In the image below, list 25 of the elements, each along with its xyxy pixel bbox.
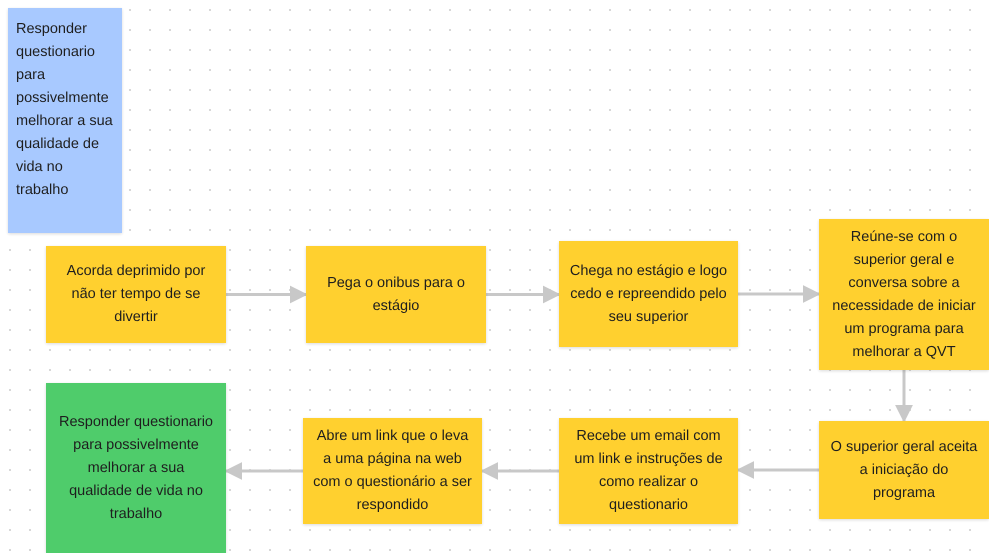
note-text: O superior geral aceita a iniciação do programa	[830, 438, 978, 502]
arrow	[226, 286, 308, 304]
arrow	[486, 286, 561, 304]
note-text: Chega no estágio e logo cedo e repreendido pelo seu superior	[569, 262, 728, 326]
arrow	[736, 461, 819, 479]
note-text: Abre um link que o leva a uma página na web com o questionário a ser respondido	[313, 427, 472, 515]
sticky-note	[559, 418, 738, 524]
note-text: Acorda deprimido por não ter tempo de se divertir	[66, 262, 206, 327]
sticky-note	[303, 418, 482, 524]
sticky-note	[819, 219, 989, 370]
sticky-note	[819, 421, 989, 519]
note-text: Pega o onibus para o estágio	[326, 274, 466, 316]
arrow	[480, 462, 559, 480]
sticky-note	[46, 246, 226, 343]
note-text: Reúne-se com o superior geral e conversa sobre a necessidade de iniciar um programa para melhorar a QVT	[831, 228, 977, 362]
note-text: Recebe um email com um link e instruções de como realizar o questionario	[573, 427, 724, 515]
sticky-note	[306, 246, 486, 343]
arrow	[895, 370, 913, 423]
sticky-note	[46, 383, 226, 553]
arrow	[224, 462, 303, 480]
sticky-note	[559, 241, 738, 347]
sticky-note	[8, 8, 122, 233]
note-text: Responder questionario para possivelmente melhorar a sua qualidade de vida no trabalho	[16, 20, 114, 200]
note-text: Responder questionario para possivelmente melhorar a sua qualidade de vida no trabalho	[58, 412, 214, 524]
arrow	[738, 285, 821, 303]
